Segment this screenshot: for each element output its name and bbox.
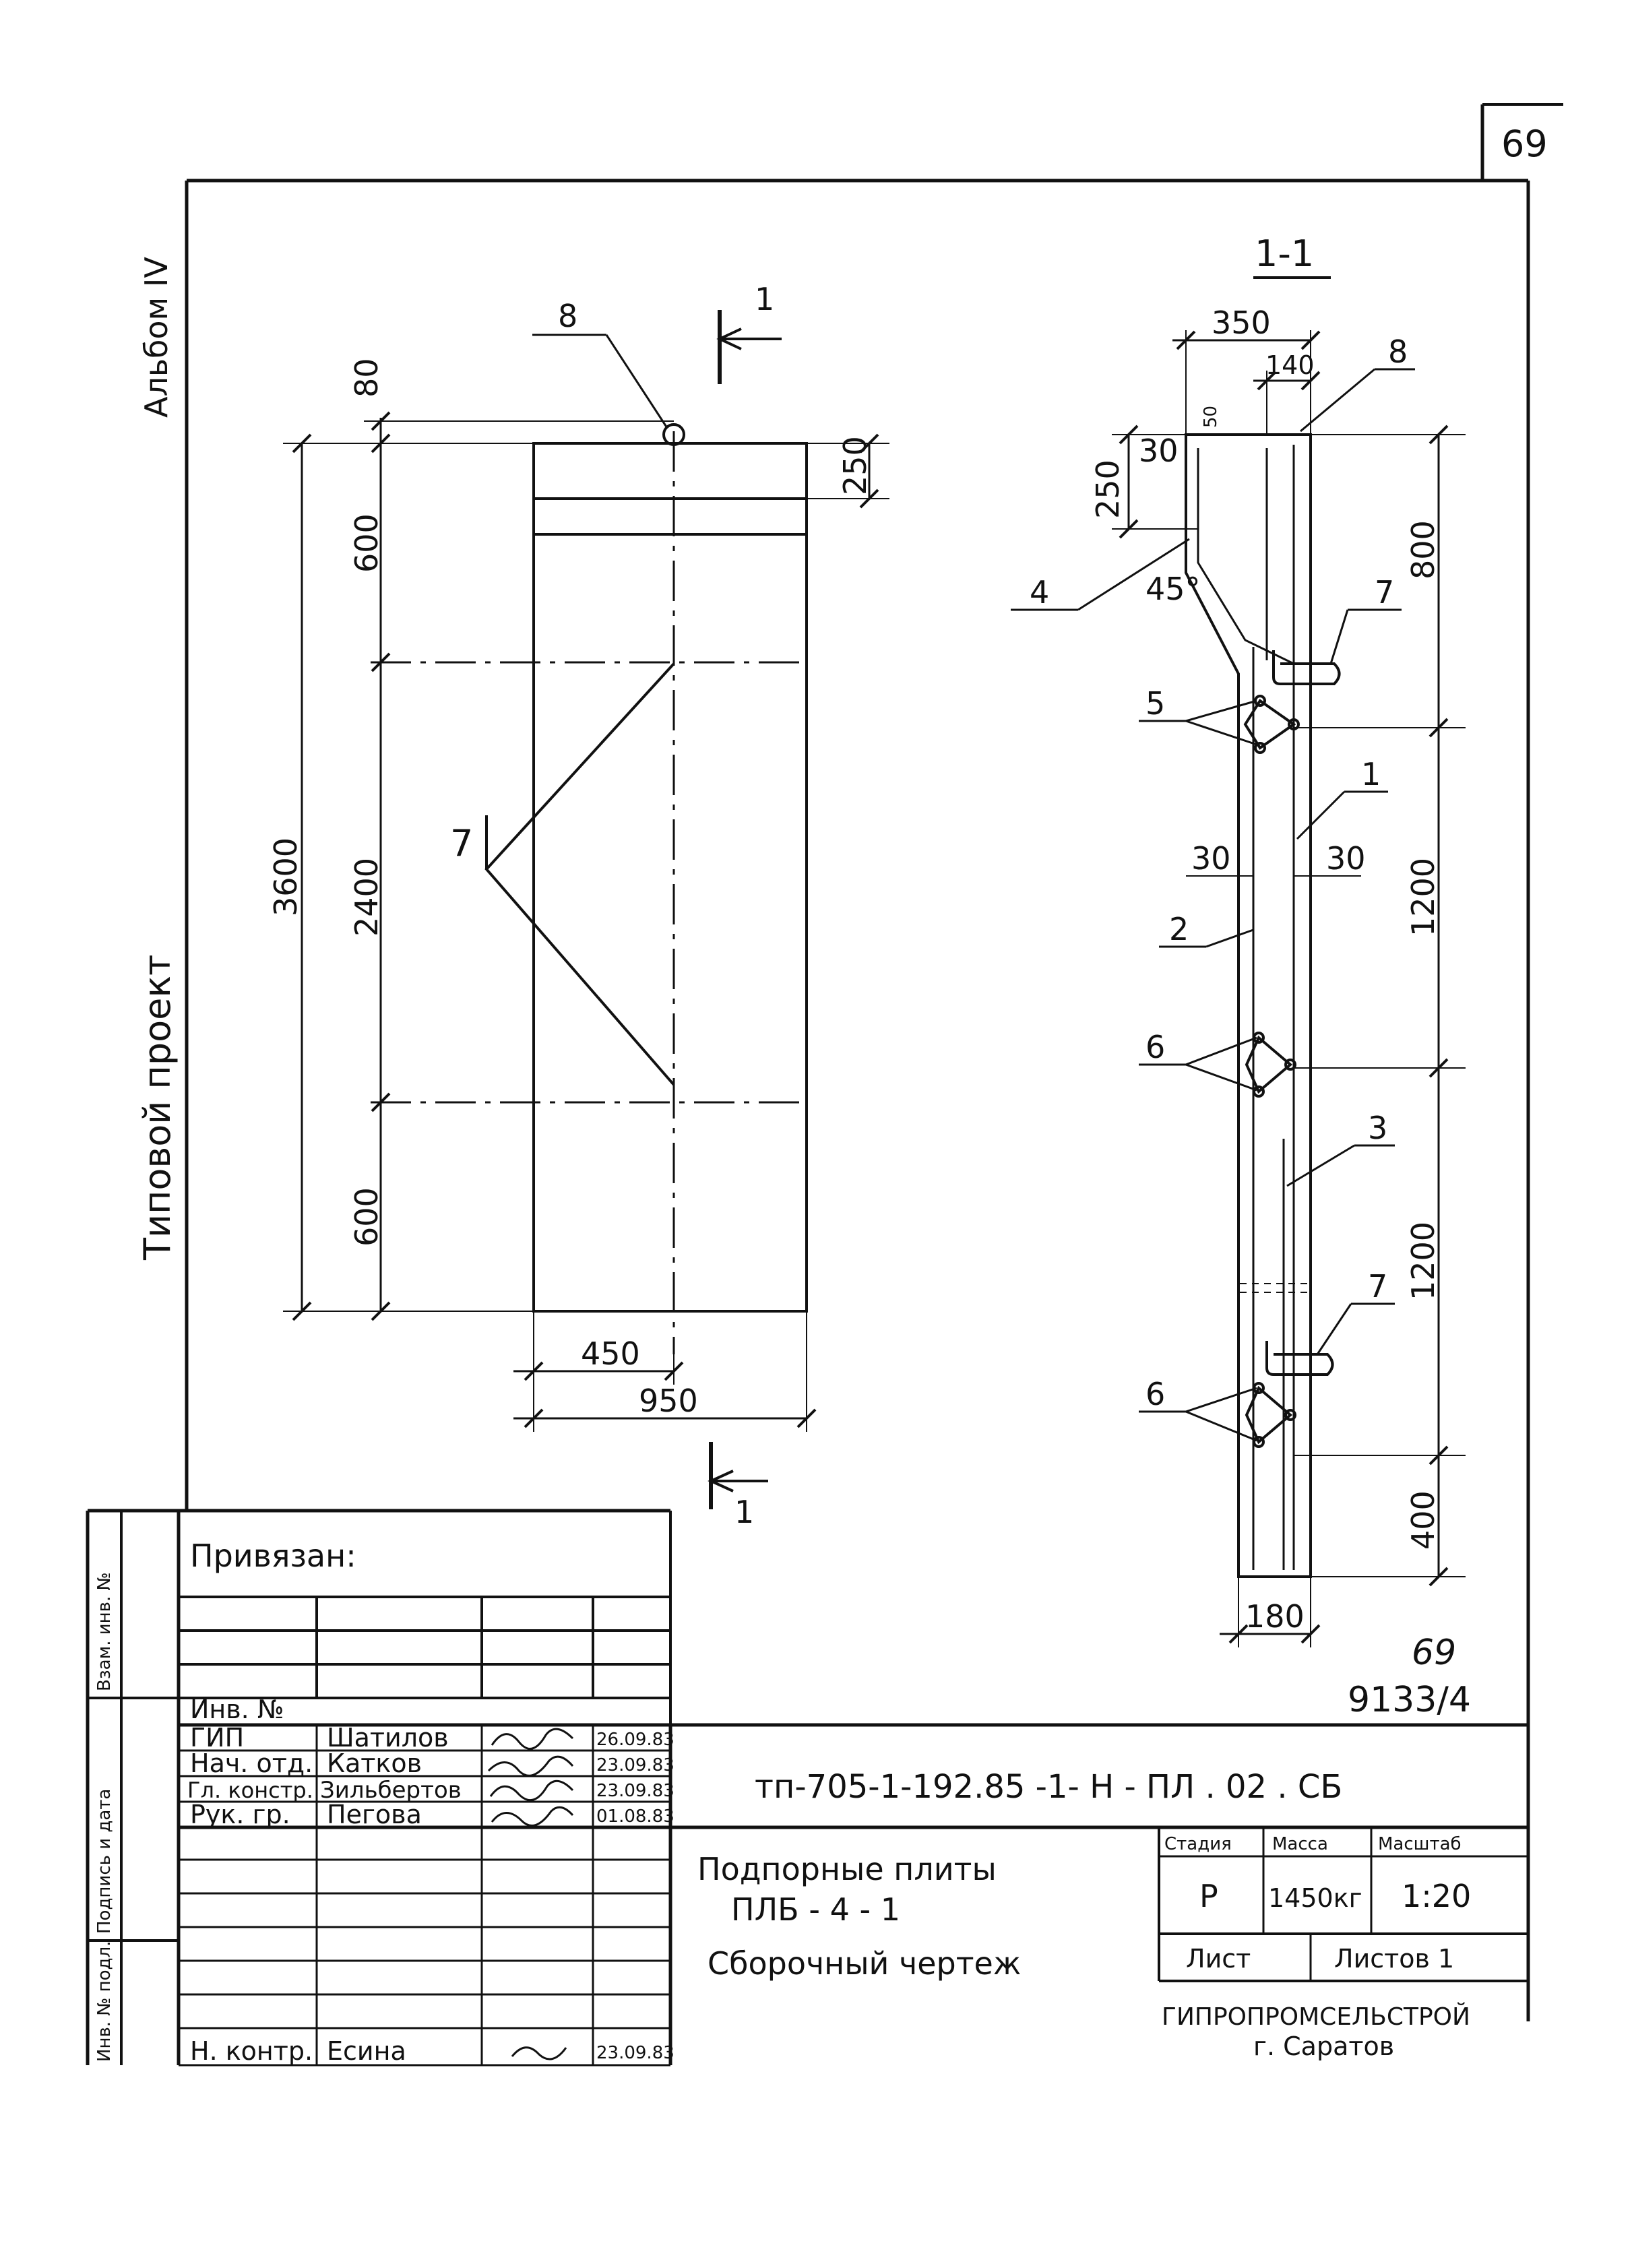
side-stamp-replace-inv: Взам. инв. №: [94, 1572, 115, 1691]
mass-value: 1450кг: [1268, 1883, 1362, 1913]
title-line-3: Сборочный чертеж: [708, 1945, 1021, 1982]
date-group-lead: 01.08.83: [596, 1806, 674, 1827]
sheets-label: Листов 1: [1334, 1944, 1454, 1974]
callout-5: 5: [1145, 685, 1165, 722]
side-stamp: [86, 1509, 670, 2065]
bar-4: [1197, 448, 1294, 665]
stage-value: Р: [1199, 1878, 1218, 1914]
dim-250-section: 250: [1090, 460, 1126, 519]
dim-180: 180: [1245, 1598, 1305, 1635]
dim-600-top: 600: [348, 513, 385, 573]
callout-8-elev: 8: [558, 298, 577, 334]
angle-45: 45°: [1145, 571, 1201, 607]
section-mark-top: 1: [755, 281, 774, 317]
binding-label: Привязан:: [190, 1538, 356, 1574]
callout-6-bottom: 6: [1145, 1376, 1165, 1412]
lifting-loop-8: [662, 423, 685, 446]
dim-1200-a: 1200: [1405, 858, 1441, 937]
callout-7-bottom: 7: [1368, 1268, 1387, 1304]
brace-5: [1243, 699, 1296, 750]
callout-2: 2: [1169, 911, 1189, 947]
date-chief-designer: 23.09.83: [596, 1781, 674, 1801]
section-mark-bottom: 1: [734, 1494, 754, 1530]
document-code: тп-705-1-192.85 -1- Н - ПЛ . 02 . СБ: [755, 1768, 1342, 1806]
brace-6-bottom: [1245, 1385, 1293, 1445]
signature-chief-designer: [489, 1779, 574, 1802]
sheet-frame: [185, 103, 1563, 2021]
role-group-lead: Рук. гр.: [190, 1800, 290, 1829]
callout-4: 4: [1030, 574, 1049, 610]
dim-3600: 3600: [268, 838, 304, 916]
signature-head-dept: [487, 1755, 574, 1777]
dim-800: 800: [1405, 520, 1441, 579]
title-line-1: Подпорные плиты: [697, 1851, 997, 1887]
name-head-dept: Катков: [327, 1749, 422, 1778]
organization-city: г. Саратов: [1253, 2031, 1394, 2061]
dim-250-elev: 250: [837, 436, 873, 495]
signature-group-lead: [491, 1806, 574, 1827]
dim-30-left: 30: [1191, 840, 1231, 877]
role-chief-designer: Гл. констр.: [187, 1777, 313, 1803]
dim-30-right: 30: [1326, 840, 1366, 877]
title-block-grid: [179, 1723, 1528, 2067]
title-line-2: ПЛБ - 4 - 1: [731, 1891, 900, 1928]
dim-600-bottom: 600: [348, 1187, 385, 1247]
section-title: 1-1: [1255, 232, 1314, 275]
elevation-view: [283, 310, 889, 1509]
page-number: 69: [1501, 123, 1548, 165]
signature-norm-control: [511, 2046, 567, 2060]
callout-1: 1: [1361, 756, 1381, 792]
date-gip: 26.09.83: [596, 1730, 674, 1750]
callout-6-top: 6: [1145, 1029, 1165, 1065]
dim-2400: 2400: [348, 858, 385, 937]
side-stamp-original-inv: Инв. № подл.: [94, 1941, 115, 2062]
dim-950: 950: [639, 1383, 698, 1419]
dim-50: 50: [1201, 406, 1221, 428]
dim-140: 140: [1265, 350, 1315, 380]
loop-7-top: [1272, 650, 1341, 685]
plate-outline: [532, 442, 808, 1313]
scale-label: Масштаб: [1378, 1834, 1462, 1854]
role-head-dept: Нач. отд.: [190, 1749, 313, 1778]
dim-30-top: 30: [1139, 433, 1179, 469]
callout-7-elev: 7: [450, 822, 473, 864]
dim-350: 350: [1212, 305, 1271, 341]
brace-6-top: [1245, 1035, 1293, 1094]
callout-7-top: 7: [1375, 574, 1394, 610]
dim-80: 80: [348, 358, 385, 398]
side-stamp-signature-date: Подпись и дата: [94, 1789, 115, 1934]
sheet-label: Лист: [1186, 1944, 1251, 1974]
name-norm-control: Есина: [327, 2036, 406, 2066]
section-view: [1011, 276, 1466, 1647]
album-label: Альбом IV: [138, 257, 175, 418]
dim-400: 400: [1405, 1490, 1441, 1550]
handwritten-inventory: 9133/4: [1348, 1680, 1471, 1720]
callout-3: 3: [1368, 1110, 1387, 1146]
handwritten-page: 69: [1412, 1633, 1456, 1673]
name-gip: Шатилов: [327, 1723, 449, 1753]
callout-8-section: 8: [1388, 334, 1408, 370]
dim-1200-b: 1200: [1405, 1222, 1441, 1300]
dim-450: 450: [581, 1335, 640, 1372]
inv-label: Инв. №: [190, 1695, 284, 1724]
lifting-loop-bar: [484, 662, 675, 1086]
stage-label: Стадия: [1164, 1834, 1232, 1854]
role-norm-control: Н. контр.: [190, 2036, 313, 2066]
scale-value: 1:20: [1402, 1878, 1471, 1914]
date-head-dept: 23.09.83: [596, 1755, 674, 1775]
name-group-lead: Пегова: [327, 1800, 422, 1829]
date-norm-control: 23.09.83: [596, 2043, 674, 2063]
loop-7-bottom: [1265, 1341, 1334, 1376]
role-gip: ГИП: [190, 1723, 244, 1753]
project-type-label: Типовой проект: [136, 955, 179, 1261]
signature-gip: [491, 1728, 574, 1750]
name-chief-designer: Зильбертов: [320, 1777, 462, 1804]
organization-name: ГИПРОПРОМСЕЛЬСТРОЙ: [1162, 2003, 1470, 2031]
mass-label: Масса: [1272, 1834, 1328, 1854]
